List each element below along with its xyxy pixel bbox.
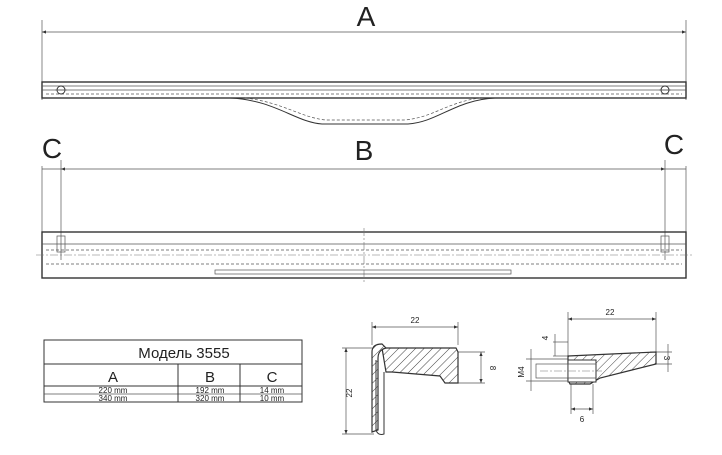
section-thread-right-dim: 3 <box>662 356 671 361</box>
table-header-c: C <box>267 369 278 386</box>
front-view: C B C <box>36 129 692 282</box>
table-title: Модель 3555 <box>138 345 229 362</box>
handle-grip-curve <box>229 97 496 125</box>
section-thread-m4-dim: M4 <box>517 366 526 378</box>
section-thread-width-dim: 22 <box>606 308 615 317</box>
top-view: A <box>41 1 687 125</box>
section-l-flange <box>381 347 459 384</box>
thread-hole-left <box>56 235 66 253</box>
section-thread-profile: 22 4 M4 3 6 <box>517 308 672 424</box>
thread-hole-right <box>660 235 670 253</box>
table-header-b: B <box>205 369 215 386</box>
table-cell: 14 mm <box>260 386 285 395</box>
section-thread-top-dim: 4 <box>541 335 550 340</box>
table-border <box>43 339 303 403</box>
table-cell: 220 mm <box>99 386 128 395</box>
table-cell: 10 mm <box>260 394 285 403</box>
spec-table: Модель 3555 A B C 220 mm 192 mm 14 mm 34… <box>43 339 303 403</box>
dim-label-b: B <box>355 135 374 166</box>
screw-stub <box>535 363 569 379</box>
table-cell: 340 mm <box>99 394 128 403</box>
table-cell: 192 mm <box>196 386 225 395</box>
table-cell: 320 mm <box>196 394 225 403</box>
section-l-profile: 22 22 8 <box>342 316 497 435</box>
dim-label-c-right: C <box>664 129 684 160</box>
dim-label-c-left: C <box>42 133 62 164</box>
section-l-lip-dim: 8 <box>488 366 497 371</box>
section-l-width-dim: 22 <box>411 316 420 325</box>
handle-lip <box>214 269 512 275</box>
section-l-height-dim: 22 <box>345 388 354 397</box>
table-header-a: A <box>108 369 118 386</box>
dim-label-a: A <box>357 1 376 32</box>
section-thread-bottom-dim: 6 <box>580 415 585 424</box>
